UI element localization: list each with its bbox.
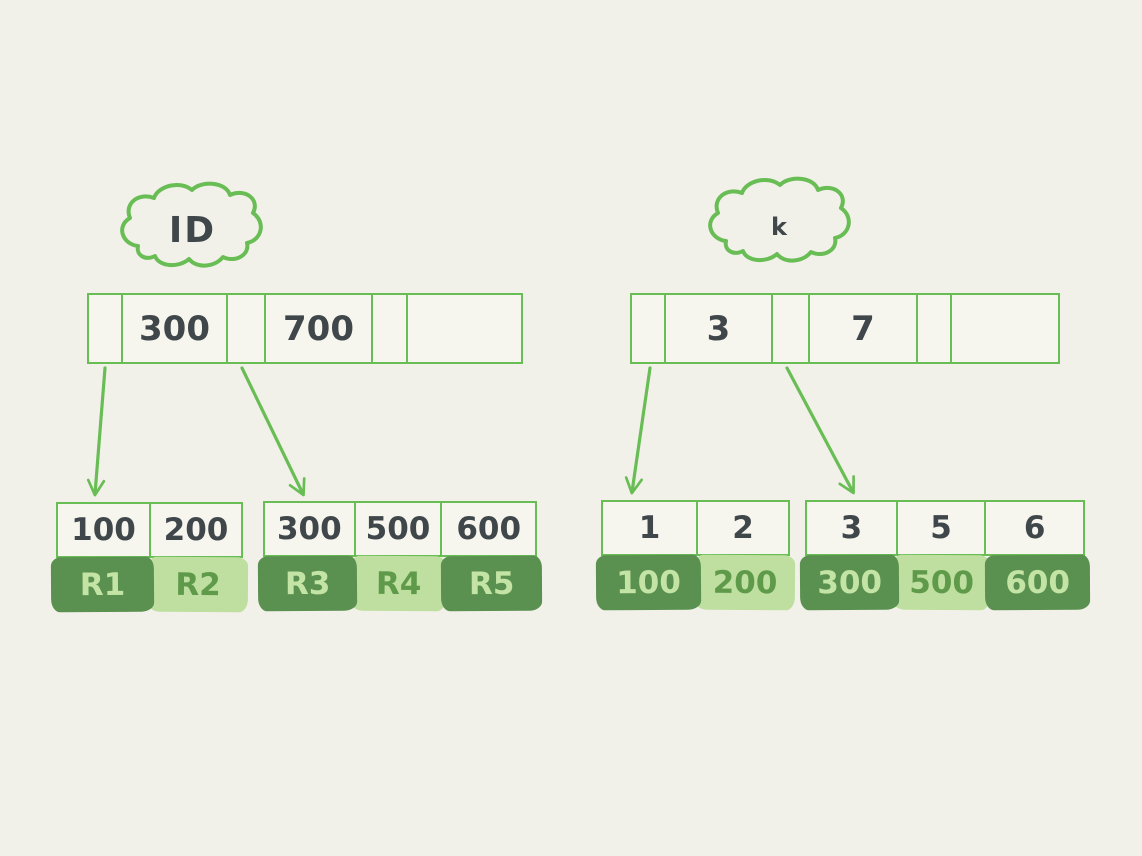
right-leaf-node-1: 1 2 100 200 <box>595 500 796 611</box>
root-cell <box>228 295 266 362</box>
left-leaf-node-1: 100 200 R1 R2 <box>50 502 249 613</box>
leaf-key-row: 100 200 <box>56 502 243 558</box>
value-block: 300 <box>799 554 900 611</box>
leaf-key-cell: 5 <box>898 502 987 554</box>
root-cell <box>952 295 1058 362</box>
leaf-value-row: 300 500 600 <box>799 554 1091 611</box>
leaf-key-cell: 6 <box>1023 510 1046 546</box>
right-root-node: 3 7 <box>630 293 1060 364</box>
right-cloud-label: k <box>771 213 789 241</box>
leaf-value-row: 100 200 <box>595 554 796 611</box>
root-cell: 700 <box>266 295 373 362</box>
arrow-right-root-to-leaf2 <box>785 366 855 495</box>
root-cell: 7 <box>810 295 918 362</box>
arrow-right-root-to-leaf1 <box>624 366 652 495</box>
leaf-value-row: R1 R2 <box>50 556 249 613</box>
leaf-value-row: R3 R4 R5 <box>257 555 543 612</box>
arrow-left-root-to-leaf2 <box>240 366 306 497</box>
leaf-key-row: 3 5 6 <box>805 500 1085 556</box>
root-cell: 300 <box>123 295 228 362</box>
value-block: 100 <box>595 554 702 611</box>
leaf-key-cell: 300 <box>265 503 356 555</box>
root-cell <box>632 295 666 362</box>
row-block: R5 <box>440 555 543 612</box>
row-block: R3 <box>257 555 358 612</box>
leaf-key-row: 1 2 <box>601 500 790 556</box>
row-block: R4 <box>351 555 447 612</box>
left-root-node: 300 700 <box>87 293 523 364</box>
row-block: R2 <box>147 556 249 613</box>
root-cell: 3 <box>666 295 773 362</box>
leaf-key-cell: 2 <box>732 510 754 546</box>
root-cell <box>408 295 521 362</box>
value-block: 200 <box>694 554 796 611</box>
right-leaf-node-2: 3 5 6 300 500 600 <box>799 500 1091 611</box>
left-cloud-label: ID <box>168 210 217 251</box>
leaf-key-row: 300 500 600 <box>263 501 537 557</box>
value-block: 500 <box>893 554 991 611</box>
leaf-key-cell: 500 <box>356 503 443 555</box>
root-cell <box>373 295 408 362</box>
leaf-key-cell: 200 <box>163 512 229 548</box>
left-leaf-node-2: 300 500 600 R3 R4 R5 <box>257 501 543 612</box>
value-block: 600 <box>984 554 1091 611</box>
leaf-key-cell: 100 <box>58 504 151 556</box>
root-cell <box>89 295 123 362</box>
leaf-key-cell: 3 <box>807 502 898 554</box>
row-block: R1 <box>50 556 155 613</box>
root-cell <box>918 295 952 362</box>
leaf-key-cell: 1 <box>603 502 698 554</box>
arrow-left-root-to-leaf1 <box>86 366 107 497</box>
root-cell <box>773 295 810 362</box>
leaf-key-cell: 600 <box>456 511 522 547</box>
